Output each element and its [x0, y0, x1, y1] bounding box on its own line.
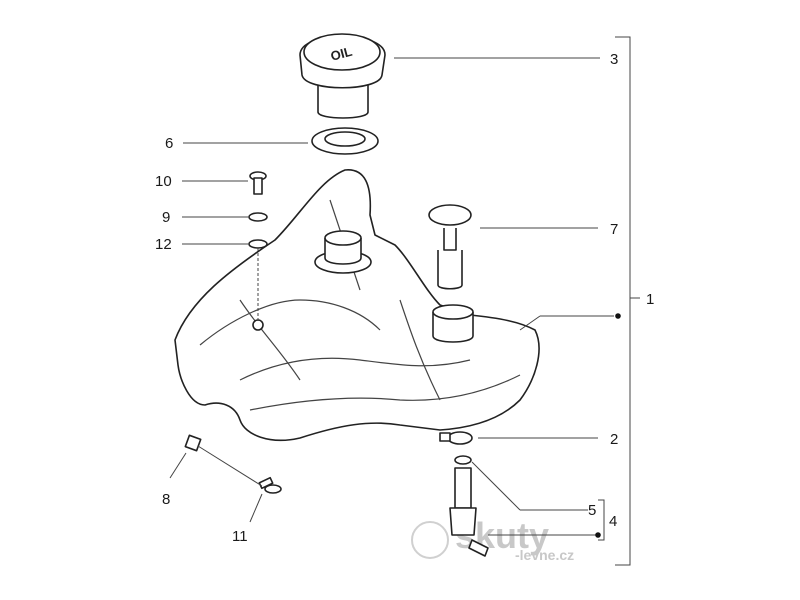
washer-9 — [248, 212, 268, 222]
fuel-tank — [174, 169, 540, 442]
nut-8 — [184, 434, 202, 452]
bolt-11 — [258, 476, 282, 494]
label-4: 4 — [609, 513, 617, 530]
watermark: skuty -levne.cz — [411, 515, 574, 563]
label-6: 6 — [165, 135, 173, 152]
clamp-tab — [439, 432, 451, 442]
tank-rib — [239, 357, 471, 381]
fuel-sender — [428, 204, 472, 290]
label-2: 2 — [610, 431, 618, 448]
sender-socket — [432, 312, 474, 343]
label-3: 3 — [610, 51, 618, 68]
dot-4 — [595, 532, 601, 538]
filler-neck-rim — [324, 230, 362, 246]
label-9: 9 — [162, 209, 170, 226]
label-11: 11 — [232, 528, 248, 545]
label-10: 10 — [155, 173, 172, 190]
leader-5a — [471, 461, 521, 511]
sender-body — [437, 250, 463, 290]
sender-stem — [443, 228, 457, 251]
cap-stem — [317, 80, 369, 119]
cap-top — [303, 33, 381, 71]
label-12: 12 — [155, 236, 172, 253]
label-7: 7 — [610, 221, 618, 238]
clamp-ring — [447, 431, 473, 445]
leader-lines — [169, 36, 640, 566]
fuel-tap — [449, 467, 489, 557]
tank-rib — [239, 299, 301, 381]
sender-socket-rim — [432, 304, 474, 320]
tank-body — [174, 169, 540, 442]
leader-11 — [249, 493, 263, 523]
tap-nozzle — [468, 539, 489, 557]
bracket-1 — [615, 36, 631, 566]
hose-clamp — [439, 431, 473, 445]
part-labels: 3 6 10 9 12 7 1 2 5 4 8 11 — [155, 51, 654, 545]
screw-shank — [253, 177, 263, 195]
label-8: 8 — [162, 491, 170, 508]
watermark-domain: -levne.cz — [515, 547, 574, 563]
tank-rib — [399, 299, 441, 401]
mount-hole — [252, 319, 264, 331]
label-5: 5 — [588, 502, 596, 519]
bracket-4 — [598, 499, 605, 541]
bolt-head — [264, 484, 282, 494]
sender-cap — [428, 204, 472, 226]
fuel-cap: OIL — [299, 33, 386, 119]
screw-10 — [249, 171, 267, 195]
label-1: 1 — [646, 291, 654, 308]
leader-bolt-axis — [197, 445, 263, 487]
leader-8 — [169, 452, 187, 479]
scooter-logo-icon — [411, 521, 449, 559]
o-ring — [454, 455, 472, 465]
leader-1a — [519, 315, 541, 331]
tank-rib — [249, 374, 521, 411]
filter-screen — [454, 467, 472, 509]
gasket — [311, 127, 379, 155]
tank-rib — [199, 299, 381, 346]
dot-1 — [615, 313, 621, 319]
washer-12 — [248, 239, 268, 249]
gasket-inner — [324, 131, 366, 147]
tap-body — [449, 507, 477, 536]
cap-marking: OIL — [329, 44, 354, 64]
